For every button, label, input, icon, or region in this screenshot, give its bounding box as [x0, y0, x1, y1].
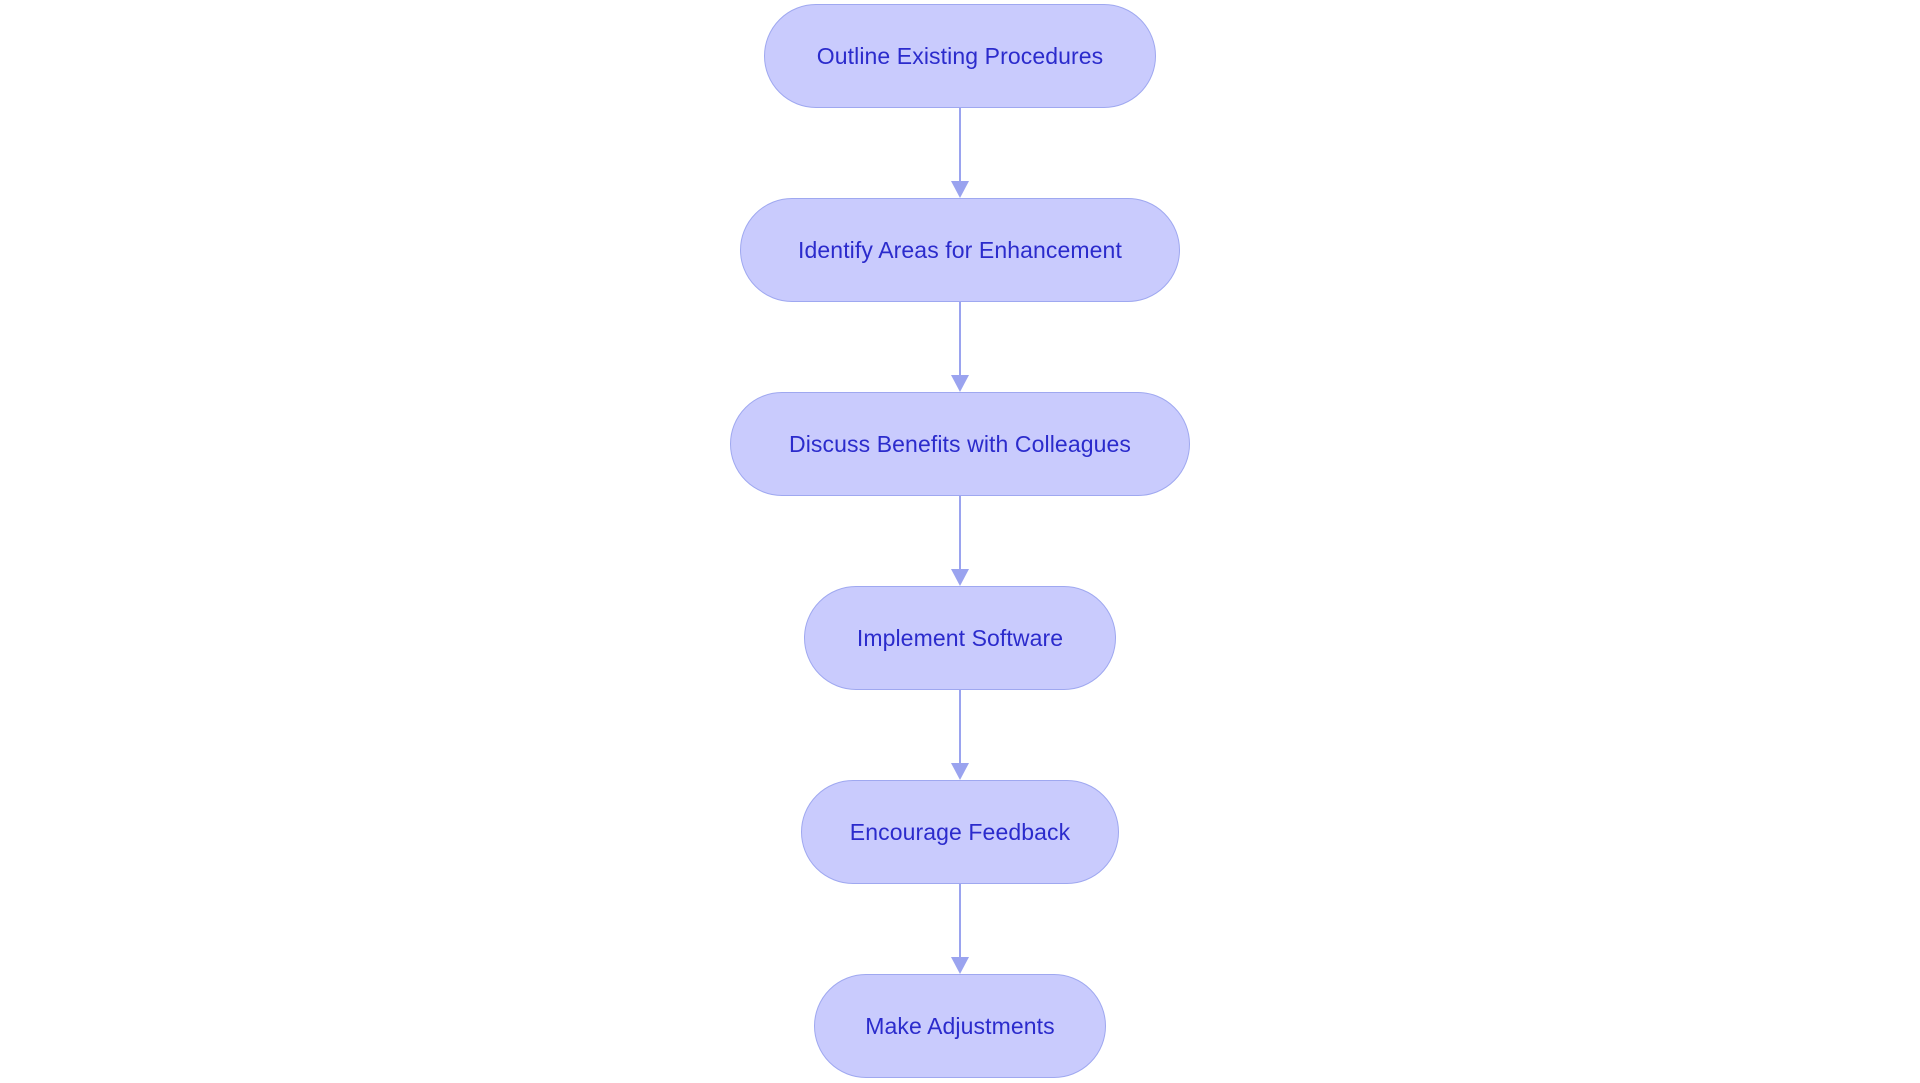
- arrowhead-down-icon: [951, 763, 969, 780]
- flow-node-encourage-feedback[interactable]: Encourage Feedback: [801, 780, 1119, 884]
- edge-shaft: [958, 690, 962, 764]
- edge-shaft: [958, 884, 962, 958]
- flow-node-identify-areas-for-enhancement[interactable]: Identify Areas for Enhancement: [740, 198, 1180, 302]
- flow-node-make-adjustments[interactable]: Make Adjustments: [814, 974, 1106, 1078]
- arrowhead-down-icon: [951, 181, 969, 198]
- flow-node-label: Encourage Feedback: [849, 818, 1071, 845]
- flow-node-implement-software[interactable]: Implement Software: [804, 586, 1116, 690]
- edge-shaft: [958, 302, 962, 376]
- flow-edge-n4-n5: [948, 690, 972, 780]
- edge-shaft: [958, 108, 962, 182]
- flow-node-label: Make Adjustments: [865, 1012, 1055, 1039]
- flow-edge-n1-n2: [948, 108, 972, 198]
- flow-node-label: Discuss Benefits with Colleagues: [789, 430, 1131, 457]
- arrowhead-down-icon: [951, 569, 969, 586]
- flow-edge-n3-n4: [948, 496, 972, 586]
- flow-node-label: Implement Software: [856, 624, 1064, 651]
- flow-edge-n5-n6: [948, 884, 972, 974]
- flow-node-label: Outline Existing Procedures: [816, 42, 1104, 69]
- flow-node-outline-existing-procedures[interactable]: Outline Existing Procedures: [764, 4, 1156, 108]
- arrowhead-down-icon: [951, 957, 969, 974]
- flow-node-discuss-benefits-with-colleagues[interactable]: Discuss Benefits with Colleagues: [730, 392, 1190, 496]
- flow-node-label: Identify Areas for Enhancement: [798, 236, 1122, 263]
- edge-shaft: [958, 496, 962, 570]
- arrowhead-down-icon: [951, 375, 969, 392]
- flow-edge-n2-n3: [948, 302, 972, 392]
